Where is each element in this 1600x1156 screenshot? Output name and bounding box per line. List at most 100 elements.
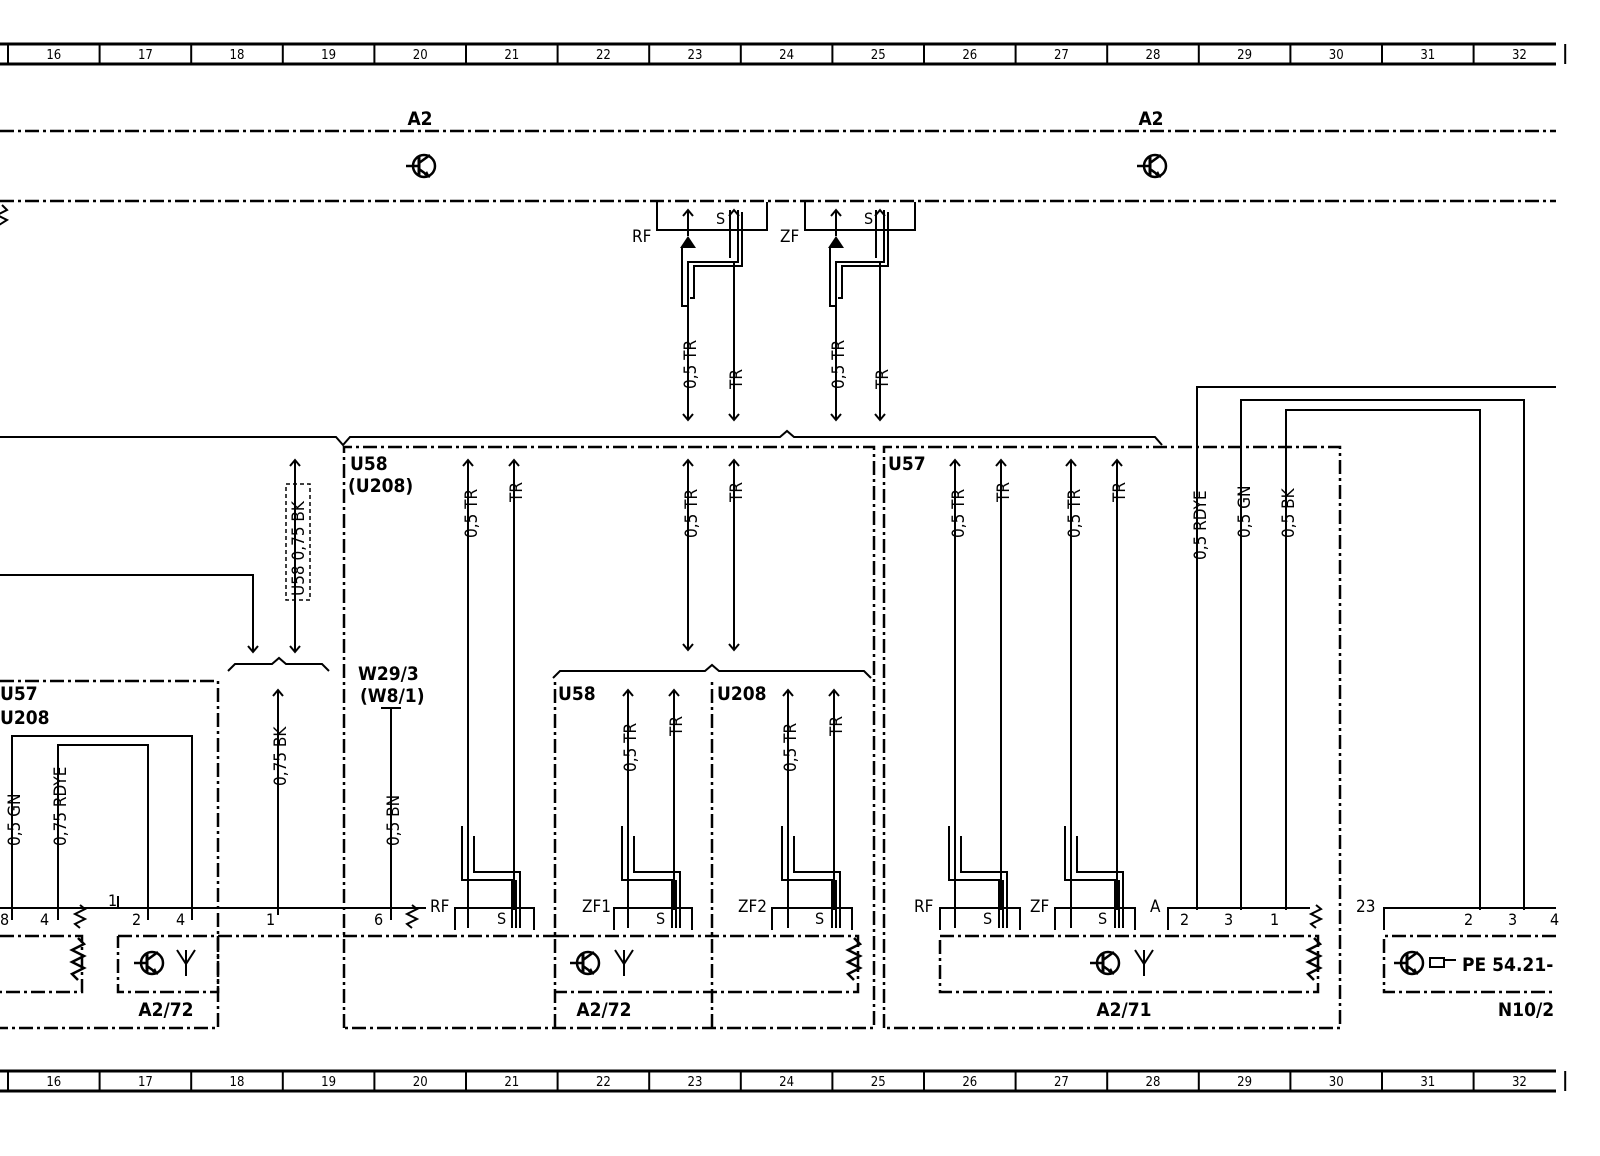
a2-71-label: A2/71 [1096, 999, 1151, 1021]
s-label: S [864, 209, 873, 228]
pin-number: 23 [1356, 897, 1375, 917]
component-boxes: A2/72 A2/72 A2/71 PE 54.21- N10/2 [0, 934, 1556, 1021]
wire-label: 0,5 GN [5, 794, 25, 846]
wire-label: 0,5 TR [621, 722, 641, 772]
a2-radio-module: A2 A2 [0, 108, 1556, 226]
left-u57-u208-box: U57 U208 [0, 679, 220, 1030]
wire-label: 0,5 TR [462, 488, 482, 538]
transistor-icon [1392, 950, 1425, 976]
grid-column-number: 27 [1054, 48, 1069, 63]
grid-column-number: 19 [321, 1075, 336, 1090]
u58-sub-box: U58 U208 0,5 TR TR 0,5 TR TR [553, 680, 847, 1028]
zf1-label: ZF1 [582, 897, 611, 917]
pin-number: 6 [374, 910, 383, 929]
wire-label: 0,75 RDYE [51, 767, 71, 846]
pin-number: 4 [176, 910, 185, 929]
s-label: S [497, 909, 506, 928]
u57-box: U57 [882, 445, 1342, 1030]
left-wires: U58 0,75 BK 0,75 BK 0,5 GN 0,75 RDYE [0, 459, 330, 920]
grid-column-number: 20 [413, 48, 428, 63]
pin-number: 4 [40, 910, 49, 929]
pin-number: 3 [1508, 910, 1517, 929]
grid-column-number: 29 [1237, 48, 1252, 63]
grid-column-number: 25 [871, 48, 886, 63]
grid-column-number: 28 [1146, 48, 1161, 63]
twisted-pair-shields [461, 826, 1124, 928]
grid-column-number: 21 [504, 1075, 519, 1090]
wire-label: 0,5 GN [1235, 486, 1255, 538]
grid-column-number: 31 [1420, 1075, 1435, 1090]
wire-label: 0,75 BK [271, 726, 291, 786]
shield-bracket [948, 826, 1008, 928]
pin-number: 1 [1270, 910, 1279, 929]
shield-bracket [461, 826, 521, 928]
wire-label: TR [873, 369, 893, 390]
w29-wire: W29/3 (W8/1) 0,5 BN [358, 663, 425, 920]
wire-label: 0,5 TR [681, 339, 701, 389]
shield-bracket [621, 826, 681, 928]
u208-label: U208 [0, 707, 50, 729]
grid-column-number: 23 [688, 48, 703, 63]
wire-label: 0,5 TR [829, 339, 849, 389]
a2-label-right: A2 [1138, 108, 1163, 130]
wire-label: 0,5 TR [1065, 488, 1085, 538]
transistor-icon [404, 153, 437, 179]
pin-number: 4 [1550, 910, 1559, 929]
antenna-icon [176, 949, 196, 977]
grid-column-number: 32 [1512, 1075, 1527, 1090]
a-label: A [1150, 897, 1161, 917]
grid-column-number: 24 [779, 1075, 794, 1090]
grid-column-number: 21 [504, 48, 519, 63]
transistor-icon [1088, 950, 1121, 976]
a2-label-left: A2 [407, 108, 432, 130]
wire-label: TR [1110, 482, 1130, 503]
pin-number: 1 [108, 891, 117, 910]
rf-label: RF [430, 897, 449, 917]
grid-column-number: 19 [321, 48, 336, 63]
pin-number: 1 [266, 910, 275, 929]
wire-label: 0,5 TR [781, 722, 801, 772]
u208-label: U208 [717, 683, 767, 705]
rf-label: RF [914, 897, 933, 917]
zf2-label: ZF2 [738, 897, 767, 917]
a2-72-label: A2/72 [576, 999, 631, 1021]
grid-column-number: 17 [138, 48, 153, 63]
wire-label: U58 0,75 BK [289, 500, 309, 596]
wire-label: TR [727, 482, 747, 503]
u57-inner-wires: 0,5 TR TR 0,5 TR TR 0,5 RDYE 0,5 GN 0,5 … [949, 386, 1556, 910]
transistor-icon [132, 950, 165, 976]
grid-column-number: 23 [688, 1075, 703, 1090]
bottom-connector-row: 1 8 4 2 4 1 6 RF S ZF1 S ZF2 S RF S ZF S… [0, 891, 1559, 930]
wire-label: TR [994, 482, 1014, 503]
u58-u208-box: U58 (U208) [342, 445, 876, 1030]
pin-number: 2 [1464, 910, 1473, 929]
grid-column-number: 22 [596, 1075, 611, 1090]
u58-label: U58 [350, 453, 388, 475]
grid-column-number: 27 [1054, 1075, 1069, 1090]
transistor-icon [1135, 153, 1168, 179]
antenna-icon [614, 949, 634, 977]
s-label: S [815, 909, 824, 928]
top-wire-labels: 0,5 TR TR 0,5 TR TR [681, 339, 893, 390]
resistor-icon [0, 204, 10, 226]
grid-column-number: 31 [1420, 48, 1435, 63]
u57-label: U57 [0, 683, 38, 705]
grid-column-number: 17 [138, 1075, 153, 1090]
transistor-icon [568, 950, 601, 976]
grid-column-number: 20 [413, 1075, 428, 1090]
n10-2-label: N10/2 [1498, 999, 1554, 1021]
w29-label: W29/3 [358, 663, 419, 685]
wire-label: 0,5 BK [1279, 487, 1299, 538]
wire-label: TR [727, 369, 747, 390]
grid-column-number: 16 [46, 48, 61, 63]
s-label: S [716, 209, 725, 228]
u57-label: U57 [888, 453, 926, 475]
grid-column-number: 16 [46, 1075, 61, 1090]
pin-number: 3 [1224, 910, 1233, 929]
wire-label: TR [667, 716, 687, 737]
grid-column-number: 30 [1329, 1075, 1344, 1090]
grid-column-number: 26 [962, 1075, 977, 1090]
antenna-icon [1134, 949, 1154, 977]
wire-label: 0,5 RDYE [1191, 490, 1211, 560]
